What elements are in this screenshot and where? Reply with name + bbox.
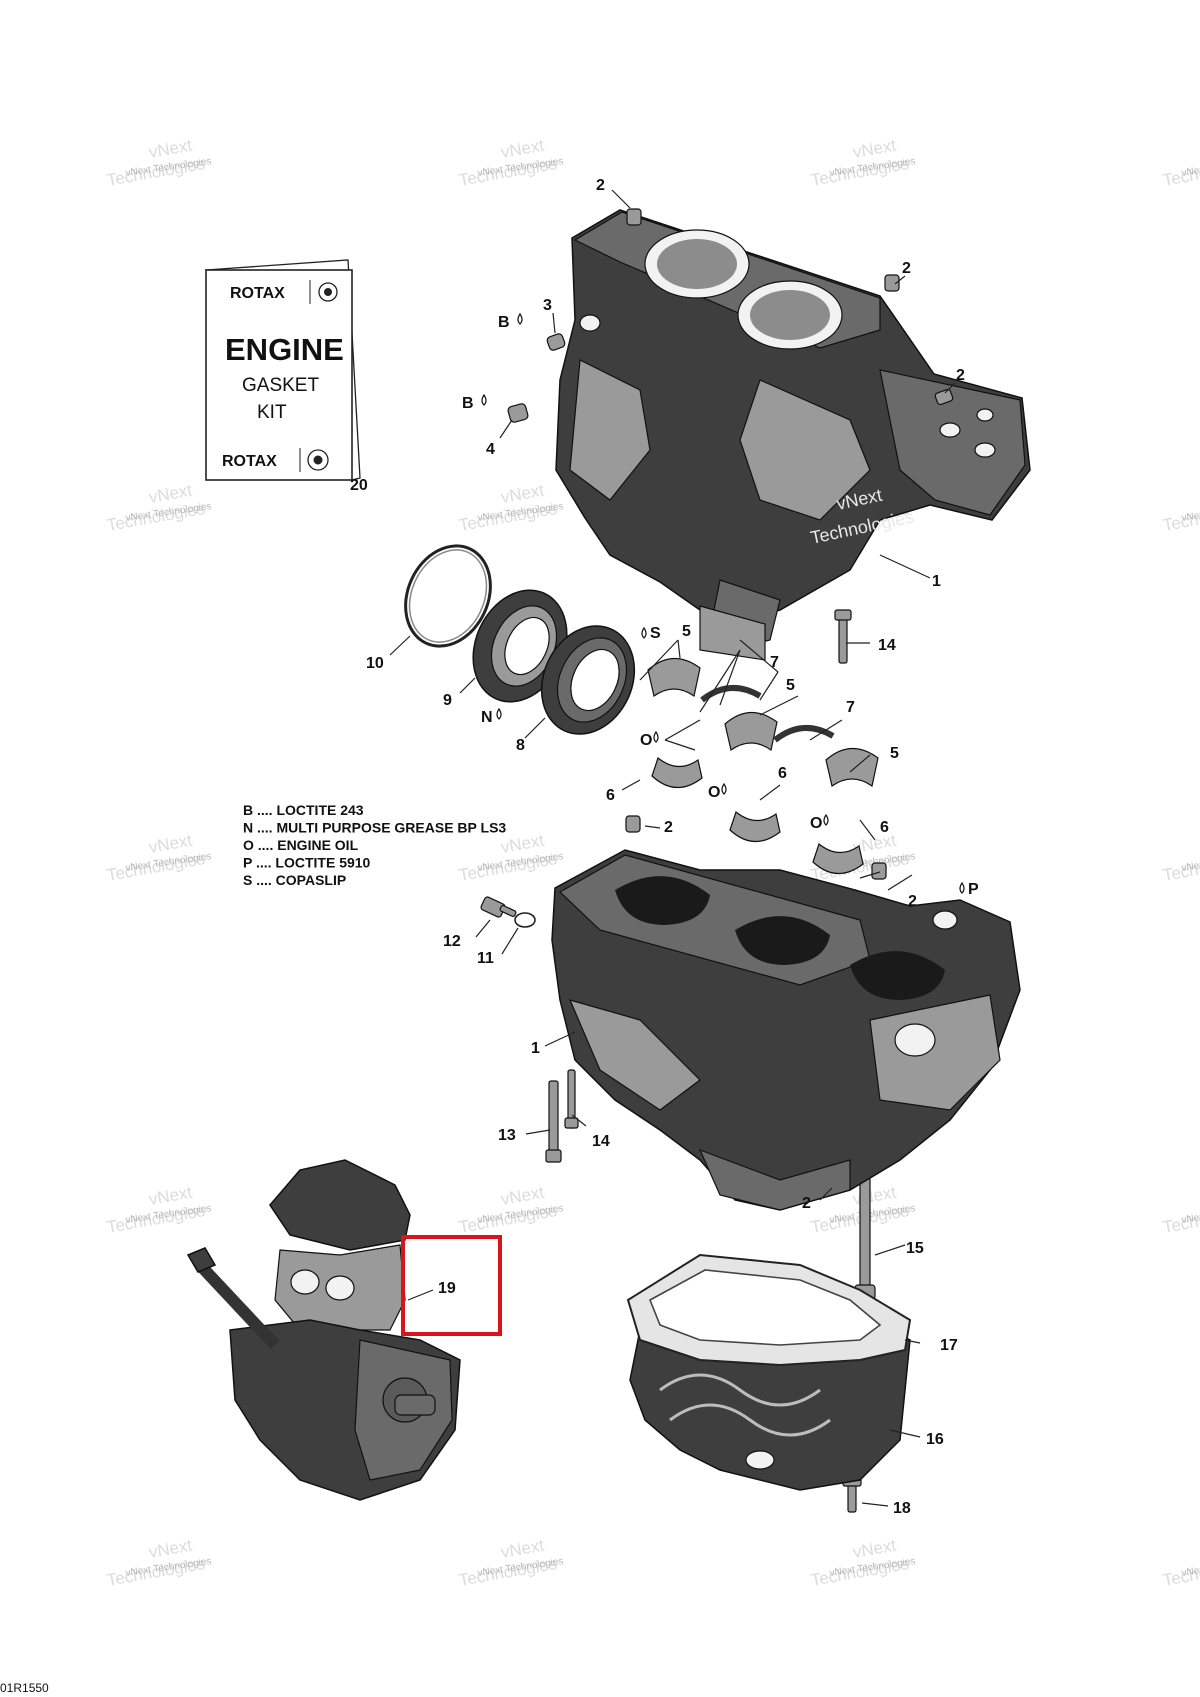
callout-1: 1	[531, 1040, 540, 1057]
callout-7: 7	[846, 699, 855, 716]
callout-numbers: 2 2 2 3 4 1 10 9 8 5 7 5 7 14 6 6 5 6 2 …	[350, 177, 965, 1517]
drop-icon	[496, 707, 502, 720]
symbol-label: N	[481, 709, 493, 726]
callout-5: 5	[890, 745, 899, 762]
callout-2: 2	[956, 367, 965, 384]
kit-brand-top: ROTAX	[230, 285, 285, 302]
callout-2: 2	[802, 1195, 811, 1212]
callout-20: 20	[350, 477, 368, 494]
callout-11: 11	[477, 950, 494, 967]
brp-logo-icon	[307, 449, 329, 471]
callout-7: 7	[770, 654, 779, 671]
callout-5: 5	[786, 677, 795, 694]
callout-2: 2	[908, 893, 917, 910]
legend-entry: N .... MULTI PURPOSE GREASE BP LS3	[243, 820, 506, 836]
callout-18: 18	[893, 1500, 911, 1517]
highlight-box	[401, 1235, 502, 1336]
drop-icon	[959, 881, 965, 894]
callout-6: 6	[606, 787, 615, 804]
symbol-label: O	[640, 732, 652, 749]
kit-line-kit: KIT	[257, 402, 287, 423]
callout-17: 17	[940, 1337, 958, 1354]
callout-14: 14	[878, 637, 896, 654]
callout-2: 2	[902, 260, 911, 277]
legend-entry: B .... LOCTITE 243	[243, 802, 364, 818]
callout-14: 14	[592, 1133, 610, 1150]
symbol-label: B	[498, 314, 510, 331]
oil-pan-assembly	[626, 1253, 912, 1491]
watermark-text: vNext Technologies	[1181, 501, 1200, 524]
callout-2: 2	[664, 819, 673, 836]
watermark-text: vNext Technologies	[1181, 1203, 1200, 1226]
drop-icon	[823, 813, 829, 826]
drop-icon	[653, 730, 659, 743]
callout-8: 8	[516, 737, 525, 754]
callout-15: 15	[906, 1240, 924, 1257]
brp-logo-icon	[318, 282, 338, 302]
callout-3: 3	[543, 297, 552, 314]
callout-19: 19	[438, 1280, 456, 1297]
bearing-shells	[647, 657, 879, 875]
product-legend: B .... LOCTITE 243 N .... MULTI PURPOSE G…	[243, 802, 506, 888]
kit-brand-bottom: ROTAX	[222, 453, 277, 470]
symbol-label: B	[462, 395, 474, 412]
watermark-text: vNext Technologies	[1181, 156, 1200, 179]
symbol-label: P	[968, 881, 979, 898]
drop-icon	[641, 626, 647, 639]
callout-6: 6	[880, 819, 889, 836]
seal-bearing-group	[404, 544, 636, 735]
legend-entry: P .... LOCTITE 5910	[243, 855, 371, 871]
symbol-label: O	[708, 784, 720, 801]
drop-icon	[517, 312, 523, 325]
callout-2: 2	[596, 177, 605, 194]
symbol-label: S	[650, 625, 661, 642]
engine-assembly	[186, 1159, 461, 1501]
callout-13: 13	[498, 1127, 516, 1144]
dowel-pins	[507, 208, 954, 1184]
drop-icon	[721, 782, 727, 795]
watermark-text: vNext Technologies	[1181, 1556, 1200, 1579]
callout-4: 4	[486, 441, 495, 458]
gasket-kit-card: ROTAX ENGINE GASKET KIT ROTAX	[204, 259, 361, 481]
upper-crankcase	[555, 209, 1031, 661]
legend-entry: S .... COPASLIP	[243, 872, 346, 888]
kit-line-gasket: GASKET	[242, 375, 319, 396]
product-symbols: B B N S O O O P	[462, 312, 979, 898]
callout-1: 1	[932, 573, 941, 590]
callout-9: 9	[443, 692, 452, 709]
legend-entry: O .... ENGINE OIL	[243, 837, 359, 853]
drop-icon	[481, 393, 487, 406]
callout-10: 10	[366, 655, 384, 672]
callout-6: 6	[778, 765, 787, 782]
callout-5: 5	[682, 623, 691, 640]
lower-crankcase	[551, 849, 1021, 1211]
drawing-code: 01R1550	[0, 1681, 49, 1695]
kit-title: ENGINE	[225, 332, 344, 367]
watermark-text: vNext Technologies	[1181, 851, 1200, 874]
callout-16: 16	[926, 1431, 944, 1448]
symbol-label: O	[810, 815, 822, 832]
leader-lines	[389, 189, 956, 1507]
callout-12: 12	[443, 933, 461, 950]
